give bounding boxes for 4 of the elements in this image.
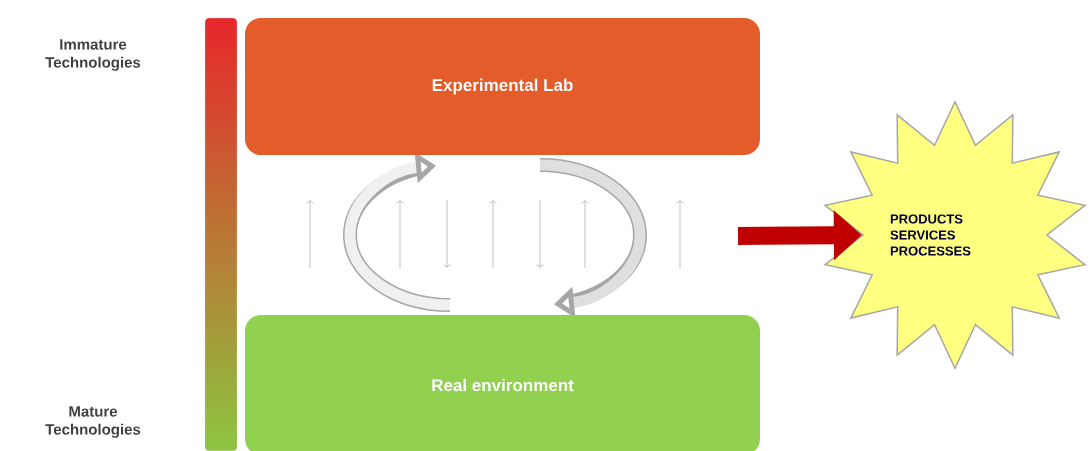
process-box: Experimental Lab [245, 18, 760, 155]
scale-label: Immature Technologies [45, 39, 141, 71]
scale-label: Mature Technologies [45, 406, 141, 438]
process-box: Real environment [245, 315, 760, 451]
